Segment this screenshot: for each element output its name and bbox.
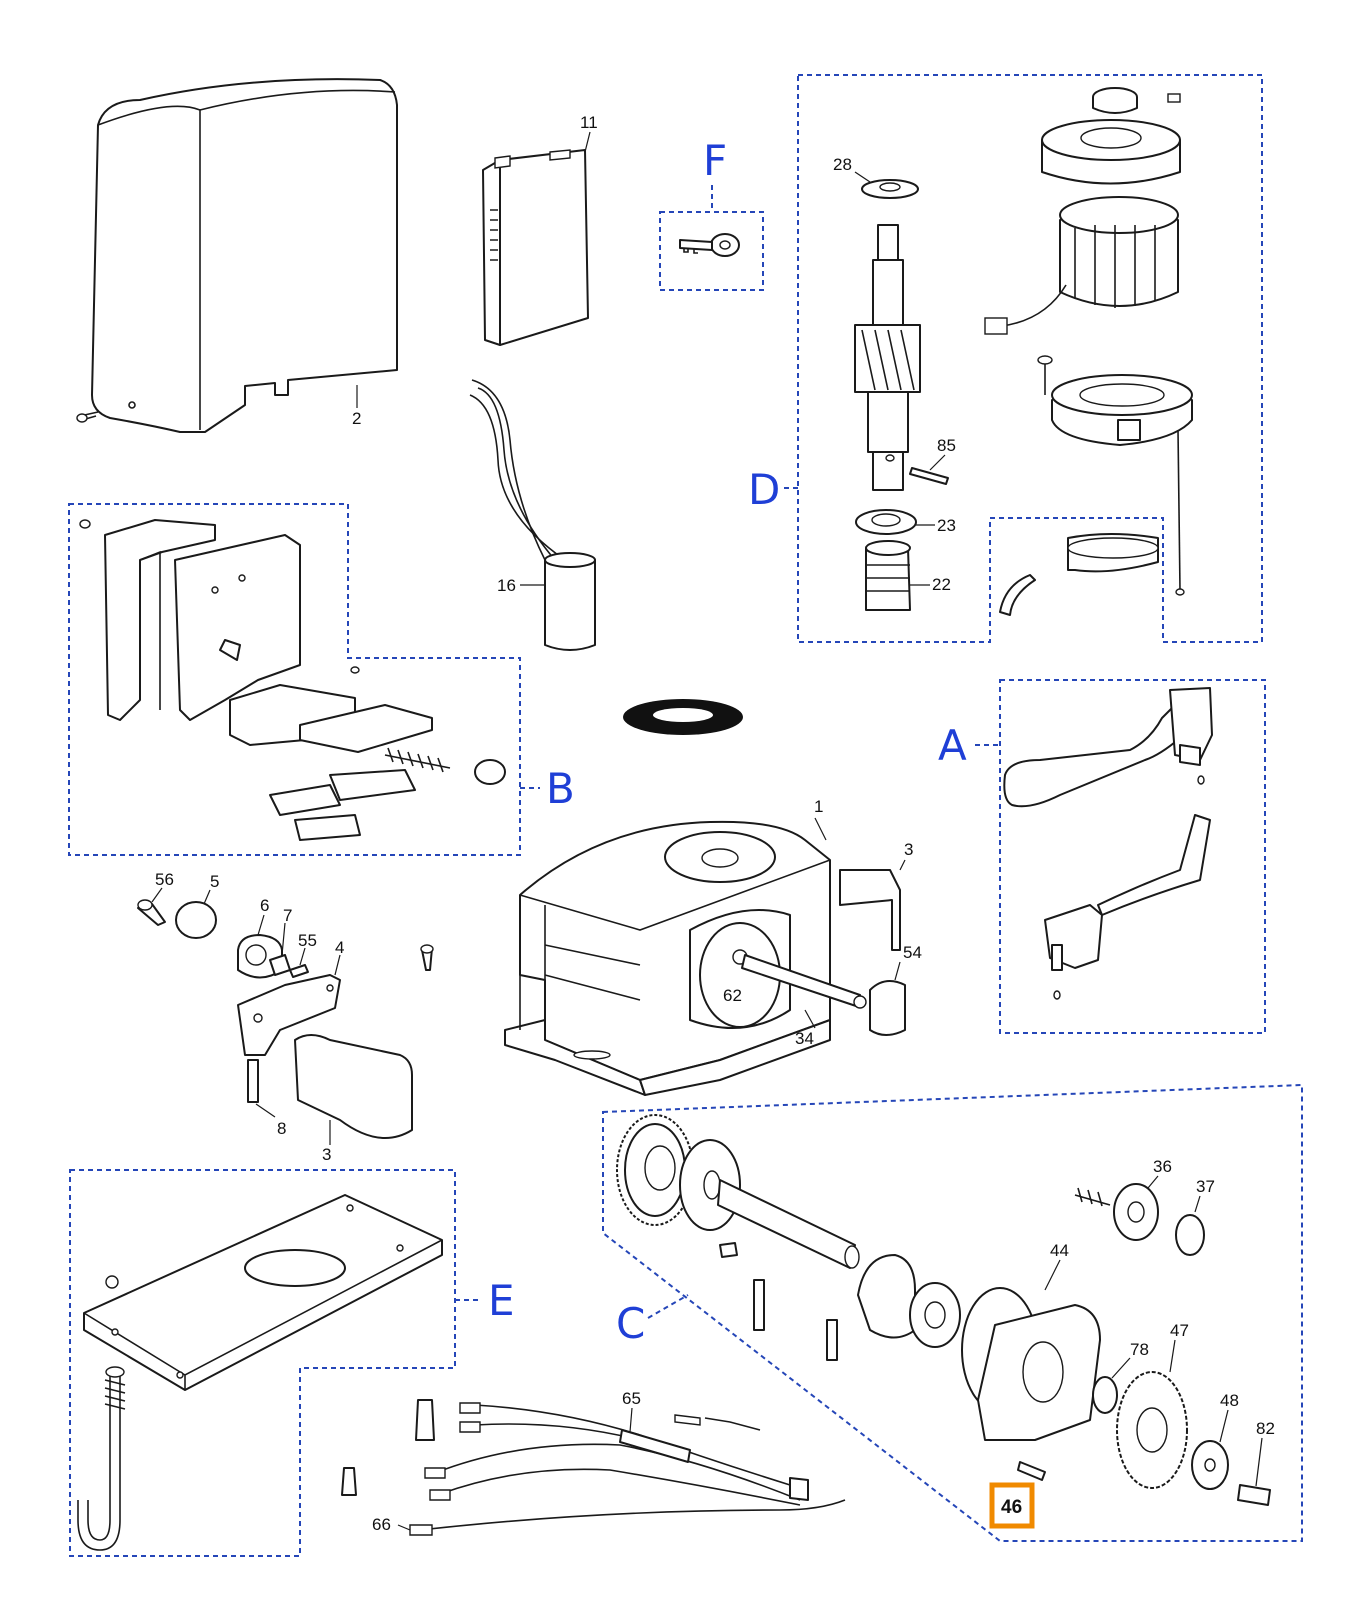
group-c-leader [647, 1294, 689, 1319]
part-number-82: 82 [1256, 1419, 1275, 1438]
part-number-3-housing: 3 [904, 840, 913, 859]
wiring-harness-part [341, 1399, 846, 1536]
part-number-23: 23 [937, 516, 956, 535]
gasket-ring-part [623, 699, 743, 735]
part-number-85: 85 [937, 436, 956, 455]
part-number-44: 44 [1050, 1241, 1069, 1260]
part-number-65: 65 [622, 1389, 641, 1408]
bracket-assembly-part [79, 519, 506, 841]
part-number-54: 54 [903, 943, 922, 962]
group-a-outline [999, 679, 1266, 1034]
part-number-2: 2 [352, 409, 361, 428]
part-number-4: 4 [335, 938, 344, 957]
group-d-outline [797, 74, 1263, 643]
group-b-outline [68, 503, 521, 856]
part-number-66: 66 [372, 1515, 391, 1534]
cover-part [76, 78, 398, 433]
motor-shaft-part [854, 171, 949, 611]
gear-train-part [616, 1114, 1271, 1506]
group-c-label: C [616, 1299, 645, 1348]
part-number-47: 47 [1170, 1321, 1189, 1340]
group-e-outline [69, 1169, 456, 1557]
part-number-62: 62 [723, 986, 742, 1005]
group-e-label: E [488, 1276, 515, 1325]
group-c-outline [602, 1083, 1303, 1542]
release-knob-assembly-part [137, 887, 434, 1145]
motor-brush-parts [999, 533, 1159, 616]
part-number-5: 5 [210, 872, 219, 891]
release-lever-part [1003, 687, 1213, 1000]
gearbox-housing-part [504, 817, 906, 1096]
part-number-78: 78 [1130, 1340, 1149, 1359]
highlight-box [989, 1482, 1035, 1529]
highlighted-part-number: 46 [1001, 1497, 1022, 1518]
part-number-34: 34 [795, 1029, 814, 1048]
part-number-16: 16 [497, 576, 516, 595]
part-number-37: 37 [1196, 1177, 1215, 1196]
motor-stator-part [984, 87, 1193, 596]
base-plate-part [77, 1194, 443, 1551]
part-number-36: 36 [1153, 1157, 1172, 1176]
group-b-label: B [546, 764, 575, 813]
part-number-7: 7 [283, 906, 292, 925]
group-a-label: A [938, 721, 967, 770]
control-board-part [482, 131, 591, 346]
group-d-label: D [748, 465, 780, 514]
part-number-22: 22 [932, 575, 951, 594]
part-number-56: 56 [155, 870, 174, 889]
part-number-8: 8 [277, 1119, 286, 1138]
part-number-3-lever: 3 [322, 1145, 331, 1164]
part-number-55: 55 [298, 931, 317, 950]
key-part [679, 233, 740, 257]
group-f-outline [659, 211, 764, 291]
part-number-6: 6 [260, 896, 269, 915]
part-number-48: 48 [1220, 1391, 1239, 1410]
part-number-28: 28 [833, 155, 852, 174]
part-number-11: 11 [580, 113, 598, 132]
group-f-label: F [703, 136, 727, 185]
part-number-1: 1 [814, 797, 823, 816]
capacitor-part [469, 379, 596, 651]
